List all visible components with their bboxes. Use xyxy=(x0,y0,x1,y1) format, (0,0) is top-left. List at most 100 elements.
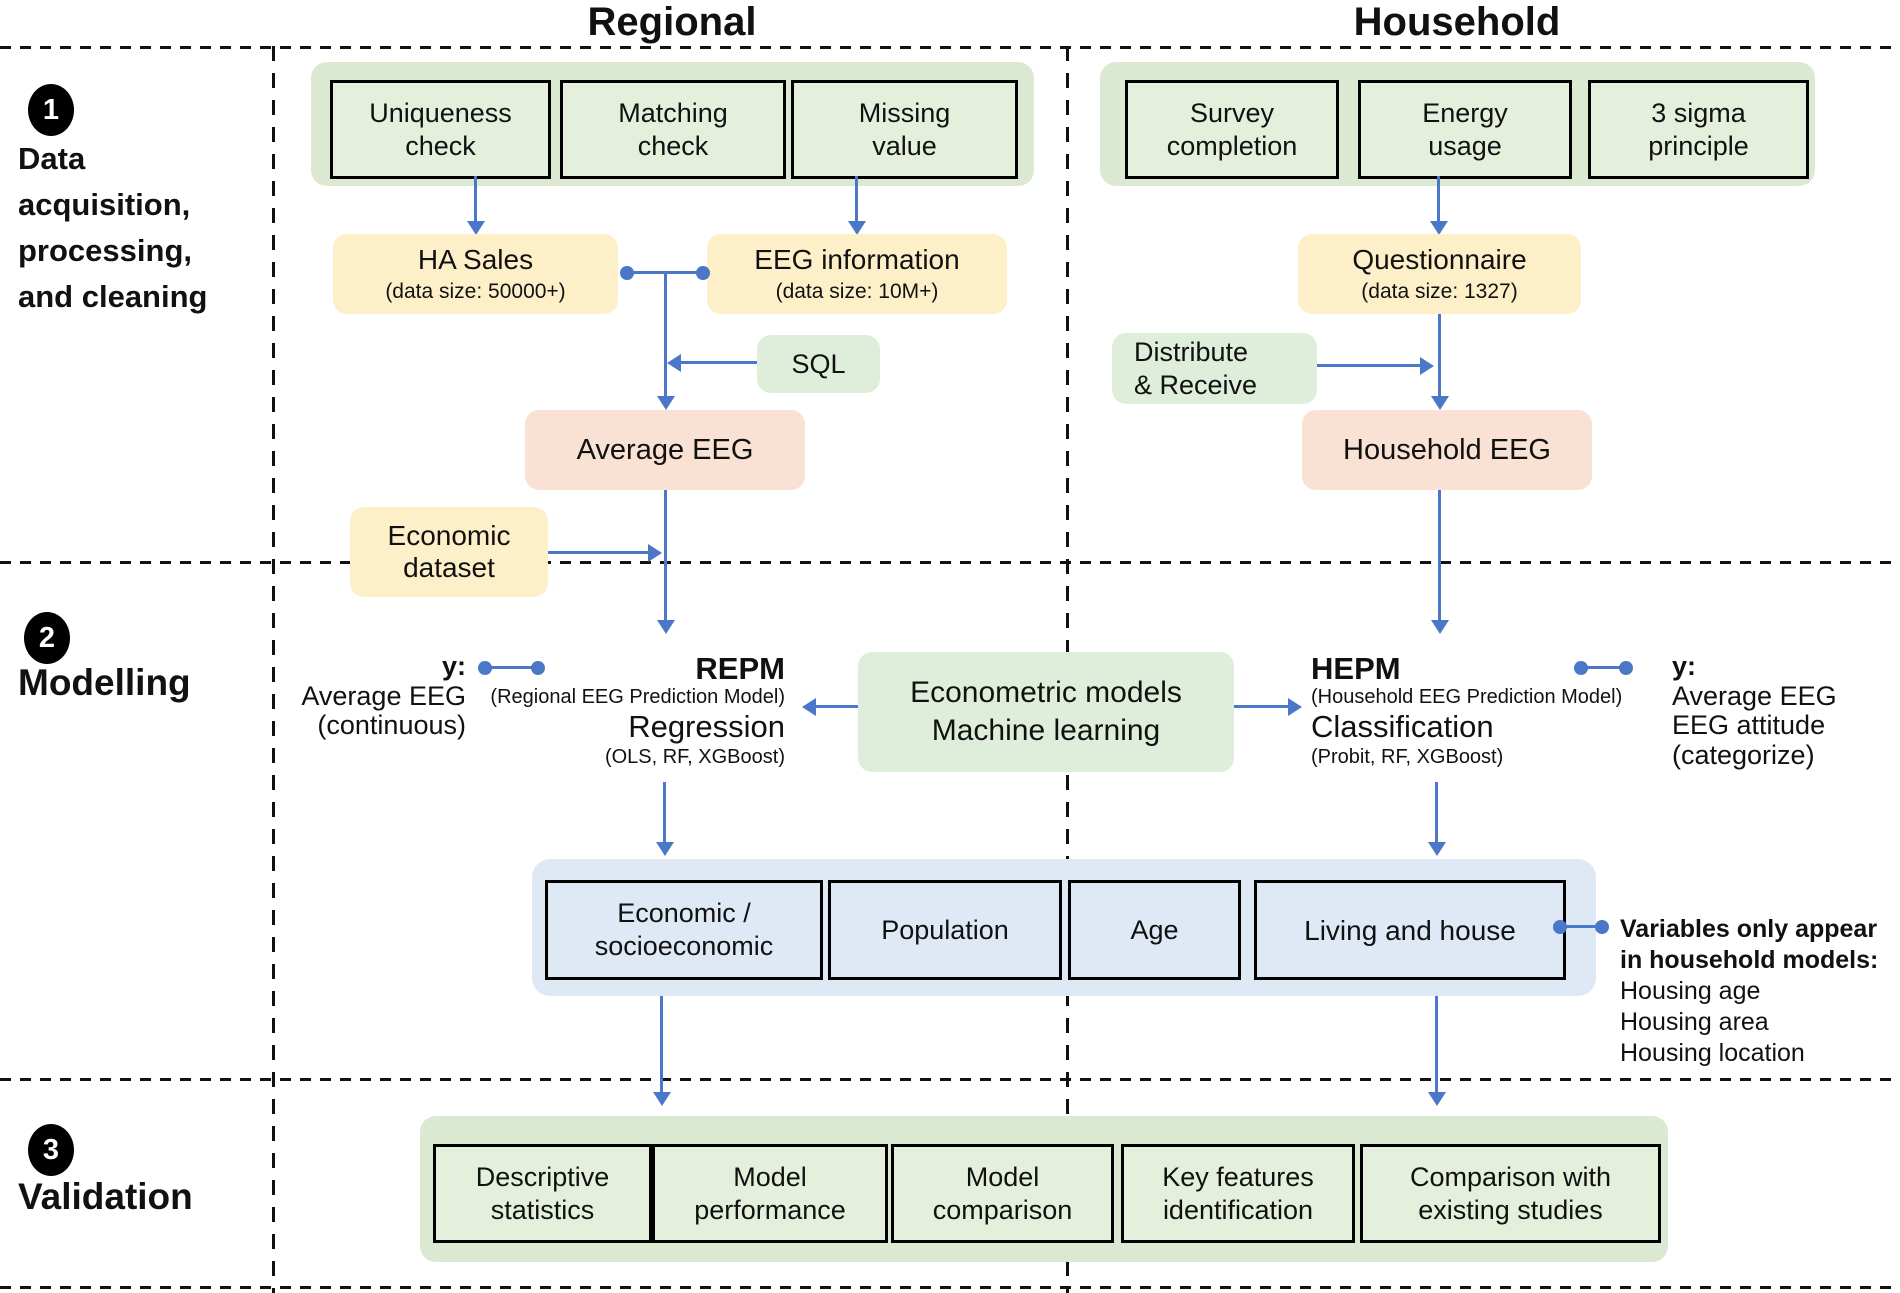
note-item-housing-area: Housing area xyxy=(1620,1008,1769,1036)
uniqueness-check-box: Uniqueness check xyxy=(330,80,551,179)
eeg-information-box: EEG information (data size: 10M+) xyxy=(707,234,1007,314)
validation-descriptive-line1: Descriptive xyxy=(475,1161,610,1192)
validation-performance-line2: performance xyxy=(694,1194,846,1225)
arrow-hepm-to-features xyxy=(1435,782,1438,844)
arrowhead-features-to-validation-left xyxy=(653,1092,671,1106)
three-sigma-box: 3 sigma principle xyxy=(1588,80,1809,179)
feature-living-house-label: Living and house xyxy=(1304,914,1516,946)
arrowhead-questionnaire-to-householdeeg xyxy=(1431,396,1449,410)
repm-title: REPM xyxy=(695,651,785,686)
distribute-receive-box: Distribute & Receive xyxy=(1112,333,1317,404)
survey-completion-line2: completion xyxy=(1166,130,1298,161)
eeg-information-subtitle: (data size: 10M+) xyxy=(775,279,939,303)
connector-line-yright xyxy=(1581,666,1626,669)
arrowhead-econometric-to-hepm xyxy=(1288,698,1302,716)
arrow-energy-to-questionnaire xyxy=(1437,176,1440,222)
arrow-questionnaire-to-householdeeg xyxy=(1438,314,1441,398)
economic-dataset-box: Economic dataset xyxy=(350,507,548,597)
arrowhead-householdeeg-to-hepm xyxy=(1431,620,1449,634)
energy-usage-line2: usage xyxy=(1428,130,1502,161)
missing-value-box: Missing value xyxy=(791,80,1018,179)
arrow-features-to-validation-right xyxy=(1435,996,1438,1094)
arrowhead-energy-to-questionnaire xyxy=(1430,221,1448,235)
survey-completion-box: Survey completion xyxy=(1125,80,1339,179)
validation-keyfeatures-line1: Key features xyxy=(1162,1161,1314,1192)
connector-dot-yleft-b xyxy=(531,661,545,675)
arrow-economicdataset-line xyxy=(548,551,648,554)
three-sigma-line1: 3 sigma xyxy=(1651,97,1746,128)
arrow-econometric-to-hepm-line xyxy=(1234,705,1288,708)
questionnaire-title: Questionnaire xyxy=(1352,243,1527,275)
uniqueness-check-line2: check xyxy=(405,130,476,161)
validation-existingstudies-line1: Comparison with xyxy=(1409,1161,1612,1192)
arrowhead-uniqueness-to-hasales xyxy=(467,221,485,235)
connector-line-hasales-eeginfo xyxy=(627,271,704,274)
arrowhead-sql xyxy=(667,354,681,372)
section1-badge: 1 xyxy=(28,84,74,136)
hepm-target-variable-block: y: Average EEG EEG attitude (categorize) xyxy=(1672,651,1892,770)
matching-check-line1: Matching xyxy=(618,97,728,128)
arrow-uniqueness-to-hasales xyxy=(474,176,477,222)
validation-keyfeatures-line2: identification xyxy=(1162,1194,1314,1225)
arrow-features-to-validation-left xyxy=(660,996,663,1094)
validation-comparison-line2: comparison xyxy=(932,1194,1073,1225)
validation-descriptive-box: Descriptive statistics xyxy=(433,1144,652,1243)
hepm-y-line3: (categorize) xyxy=(1672,739,1815,770)
note-bold-line1: Variables only appear xyxy=(1620,915,1878,943)
column-title-household: Household xyxy=(1353,0,1561,44)
hepm-subtitle: (Household EEG Prediction Model) xyxy=(1311,686,1623,708)
note-bold-line2: in household models: xyxy=(1620,946,1879,974)
feature-economic-socioeconomic-box: Economic / socioeconomic xyxy=(545,880,823,980)
section1-label-line3: processing, xyxy=(18,233,192,268)
repm-subtitle: (Regional EEG Prediction Model) xyxy=(490,686,785,708)
questionnaire-subtitle: (data size: 1327) xyxy=(1361,279,1518,303)
matching-check-box: Matching check xyxy=(560,80,786,179)
arrow-householdeeg-to-hepm xyxy=(1438,490,1441,622)
divider-modelling xyxy=(0,561,1900,564)
econometric-models-line2: Machine learning xyxy=(931,714,1161,747)
ha-sales-box: HA Sales (data size: 50000+) xyxy=(333,234,618,314)
economic-dataset-line2: dataset xyxy=(403,552,495,583)
questionnaire-box: Questionnaire (data size: 1327) xyxy=(1298,234,1581,314)
energy-usage-line1: Energy xyxy=(1422,97,1508,128)
repm-block: REPM (Regional EEG Prediction Model) Reg… xyxy=(485,652,785,770)
hepm-method: Classification xyxy=(1311,709,1494,744)
missing-value-line1: Missing xyxy=(858,97,951,128)
note-item-housing-age: Housing age xyxy=(1620,977,1761,1005)
econometric-models-line1: Econometric models xyxy=(910,676,1182,709)
arrow-distribute-line xyxy=(1317,364,1420,367)
arrowhead-merge-to-averageeeg xyxy=(657,396,675,410)
feature-age-label: Age xyxy=(1130,914,1179,945)
hepm-algorithms: (Probit, RF, XGBoost) xyxy=(1311,746,1504,768)
arrow-missing-to-eeginfo xyxy=(855,176,858,222)
feature-age-box: Age xyxy=(1068,880,1241,980)
divider-validation xyxy=(0,1078,1900,1081)
uniqueness-check-line1: Uniqueness xyxy=(369,97,512,128)
feature-living-house-box: Living and house xyxy=(1254,880,1566,980)
section3-label: Validation xyxy=(18,1176,193,1217)
validation-keyfeatures-box: Key features identification xyxy=(1121,1144,1355,1243)
note-item-housing-location: Housing location xyxy=(1620,1039,1805,1067)
arrowhead-distribute xyxy=(1420,357,1434,375)
arrowhead-features-to-validation-right xyxy=(1428,1092,1446,1106)
energy-usage-box: Energy usage xyxy=(1358,80,1572,179)
household-eeg-box: Household EEG xyxy=(1302,410,1592,490)
econometric-models-box: Econometric models Machine learning xyxy=(858,652,1234,772)
average-eeg-label: Average EEG xyxy=(576,433,754,466)
section3-badge: 3 xyxy=(28,1124,74,1176)
connector-line-note xyxy=(1560,925,1602,928)
repm-y-line2: (continuous) xyxy=(317,710,466,740)
section2-badge: 2 xyxy=(24,612,70,664)
feature-economic-line1: Economic / xyxy=(617,898,751,928)
column-title-regional: Regional xyxy=(587,0,757,44)
sql-box: SQL xyxy=(757,335,880,393)
household-variables-note: Variables only appear in household model… xyxy=(1620,914,1900,1069)
distribute-line1: Distribute xyxy=(1134,336,1249,367)
matching-check-line2: check xyxy=(637,130,709,161)
arrowhead-missing-to-eeginfo xyxy=(848,221,866,235)
validation-comparison-line1: Model xyxy=(965,1161,1040,1192)
connector-line-yleft xyxy=(485,666,538,669)
validation-existingstudies-line2: existing studies xyxy=(1418,1194,1603,1225)
three-sigma-line2: principle xyxy=(1648,130,1749,161)
repm-algorithms: (OLS, RF, XGBoost) xyxy=(604,746,785,768)
